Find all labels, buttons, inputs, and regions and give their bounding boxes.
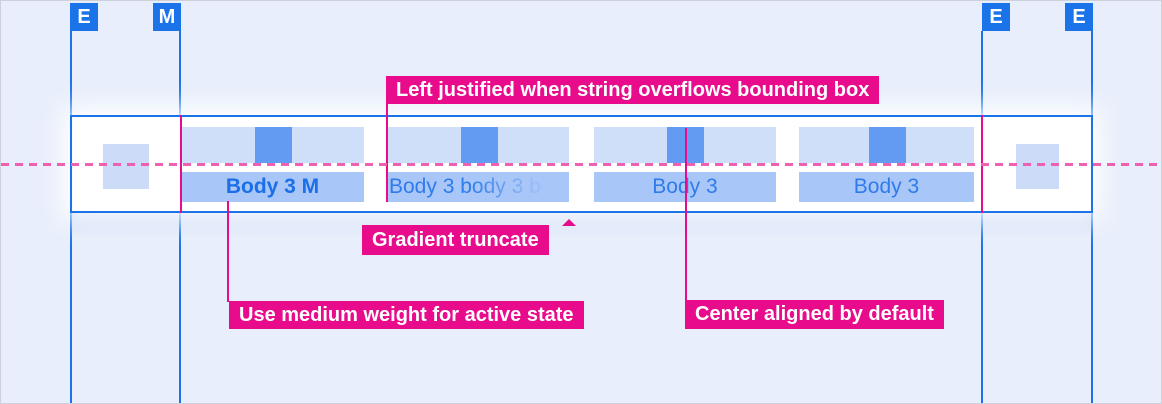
guide-line-right-outer	[1091, 31, 1093, 403]
tab-label-box: Body 3 M	[181, 172, 364, 202]
baseline-dashed-line	[1, 163, 1161, 166]
tab-label: Body 3	[853, 175, 920, 198]
annotation-line-center-aligned	[685, 128, 687, 300]
tab-item-active[interactable]: Body 3 M	[181, 127, 364, 202]
measure-badge-m-left-inner: M	[153, 3, 181, 31]
annotation-label-left-justified: Left justified when string overflows bou…	[386, 76, 880, 104]
guide-line-left-inner	[179, 31, 181, 403]
tab-label: Body 3 M	[225, 175, 320, 198]
annotation-label-center-aligned: Center aligned by default	[685, 300, 944, 329]
tab-bar-shadow	[71, 213, 1093, 239]
caret-up-icon	[562, 219, 576, 226]
measure-badge-e-right-outer: E	[1065, 3, 1093, 31]
tab-label-box: Body 3 body 3 b	[388, 172, 569, 202]
annotation-label-medium-weight: Use medium weight for active state	[229, 301, 584, 329]
tab-label: Body 3	[652, 175, 718, 198]
icon-placeholder-square-icon	[868, 127, 906, 163]
tab-icon-bounding-box	[799, 127, 974, 163]
gradient-truncate-fade	[469, 172, 569, 202]
annotation-line-left-justified	[386, 104, 388, 202]
tab-icon-bounding-box	[181, 127, 364, 163]
tab-item-truncated[interactable]: Body 3 body 3 b	[388, 127, 569, 202]
icon-placeholder-square-icon	[254, 127, 292, 163]
annotation-line-medium-weight	[227, 201, 229, 302]
icon-placeholder-square-icon	[460, 127, 498, 163]
spacer-square-left	[103, 144, 149, 189]
guide-line-left-outer	[70, 31, 72, 403]
tab-icon-bounding-box	[388, 127, 569, 163]
tab-label-box: Body 3	[799, 172, 974, 202]
measure-badge-e-left-outer: E	[70, 3, 98, 31]
spacer-square-right	[1016, 144, 1059, 189]
annotation-label-gradient-truncate: Gradient truncate	[362, 225, 549, 255]
guide-line-right-inner	[981, 31, 983, 403]
tab-item[interactable]: Body 3	[799, 127, 974, 202]
measure-badge-e-right-inner: E	[982, 3, 1010, 31]
